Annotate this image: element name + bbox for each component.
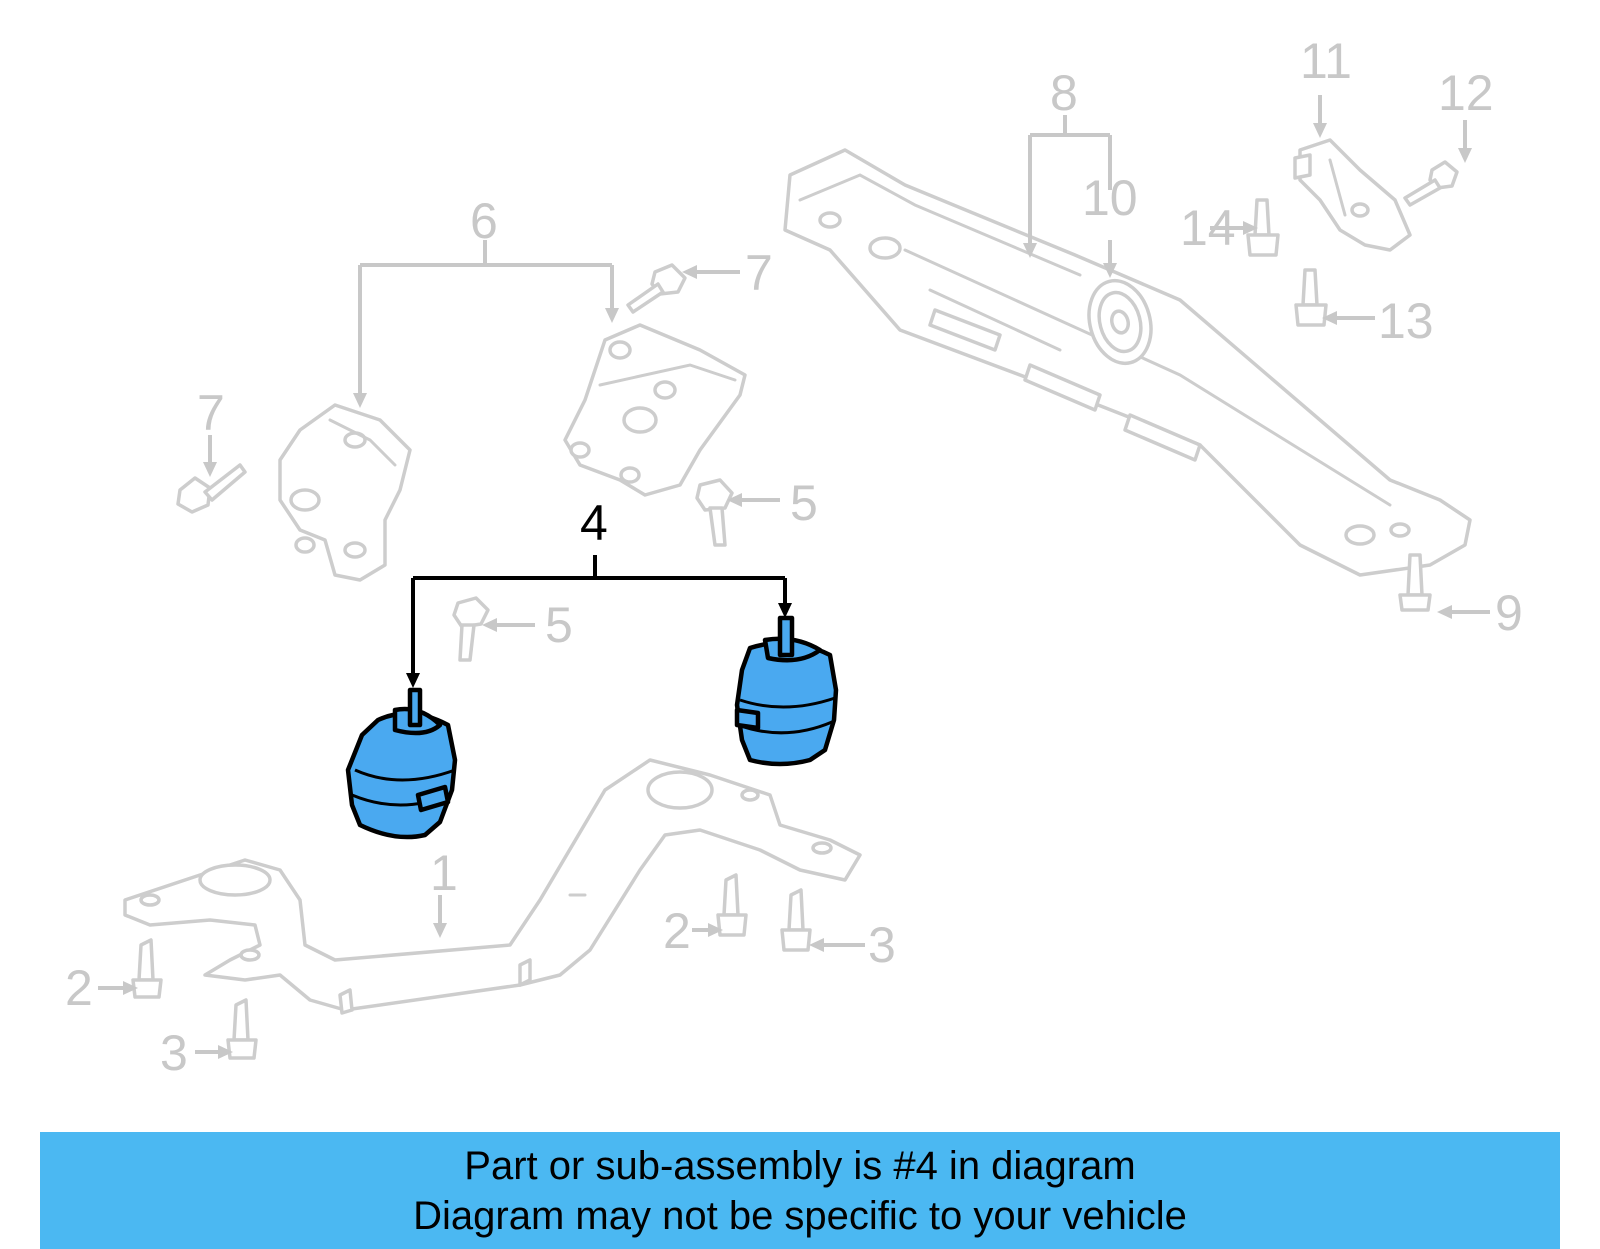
leader-9 [1437, 605, 1490, 619]
callout-12: 12 [1438, 65, 1494, 121]
leader-5-upper [727, 493, 780, 507]
leader-3-right [809, 938, 865, 952]
bolt-7-right [626, 263, 687, 314]
leader-2-left [98, 981, 138, 995]
callout-6: 6 [470, 193, 498, 249]
engine-bracket-left [278, 403, 412, 582]
callout-7-right: 7 [745, 245, 773, 301]
leader-8 [1023, 115, 1112, 258]
callout-7-left: 7 [197, 385, 225, 441]
leader-12 [1458, 120, 1472, 163]
engine-mount-left [345, 687, 458, 840]
callout-2-left: 2 [65, 960, 93, 1016]
callout-14: 14 [1180, 200, 1236, 256]
leader-3-left [195, 1045, 233, 1059]
leader-2-right [692, 923, 723, 937]
callout-5-lower: 5 [545, 597, 573, 653]
callout-1: 1 [430, 845, 458, 901]
bolt-3-right [780, 888, 812, 952]
leader-10 [1103, 240, 1117, 278]
bolt-12 [1403, 160, 1459, 207]
bracket-part-11 [1293, 138, 1412, 252]
callout-4: 4 [580, 495, 608, 551]
callout-3-left: 3 [160, 1025, 188, 1081]
bolt-3-left [226, 998, 258, 1060]
leader-1 [433, 895, 447, 938]
info-banner: Part or sub-assembly is #4 in diagram Di… [40, 1132, 1560, 1249]
banner-line-part: Part or sub-assembly is #4 in diagram [464, 1143, 1136, 1188]
callout-3-right: 3 [868, 917, 896, 973]
callout-9: 9 [1495, 585, 1523, 641]
bolt-13 [1294, 268, 1328, 327]
bolt-5-lower [452, 596, 490, 662]
bolt-7-left [176, 463, 247, 514]
leader-4 [406, 555, 792, 688]
leader-11 [1313, 95, 1327, 138]
engine-mount-right [734, 615, 839, 767]
bolt-5-upper [695, 478, 734, 547]
engine-bracket-right [563, 323, 747, 497]
leader-5-lower [482, 618, 535, 632]
bushing-part-10 [1087, 278, 1153, 366]
bolt-9 [1398, 553, 1432, 612]
bolt-2-right [716, 873, 748, 937]
crossmember-part-1 [123, 758, 862, 1015]
leader-13 [1322, 311, 1375, 325]
callout-5-upper: 5 [790, 475, 818, 531]
leader-6 [353, 240, 619, 408]
leader-7-right [682, 265, 740, 279]
banner-line-disclaimer: Diagram may not be specific to your vehi… [413, 1193, 1187, 1238]
bolt-2-left [131, 938, 163, 999]
callout-13: 13 [1378, 293, 1434, 349]
leader-7-left [203, 435, 217, 477]
callout-8: 8 [1050, 65, 1078, 121]
bolt-14 [1246, 198, 1280, 257]
callout-2-right: 2 [663, 903, 691, 959]
callout-11: 11 [1300, 33, 1352, 89]
leader-14 [1210, 221, 1258, 235]
callout-10: 10 [1082, 170, 1138, 226]
